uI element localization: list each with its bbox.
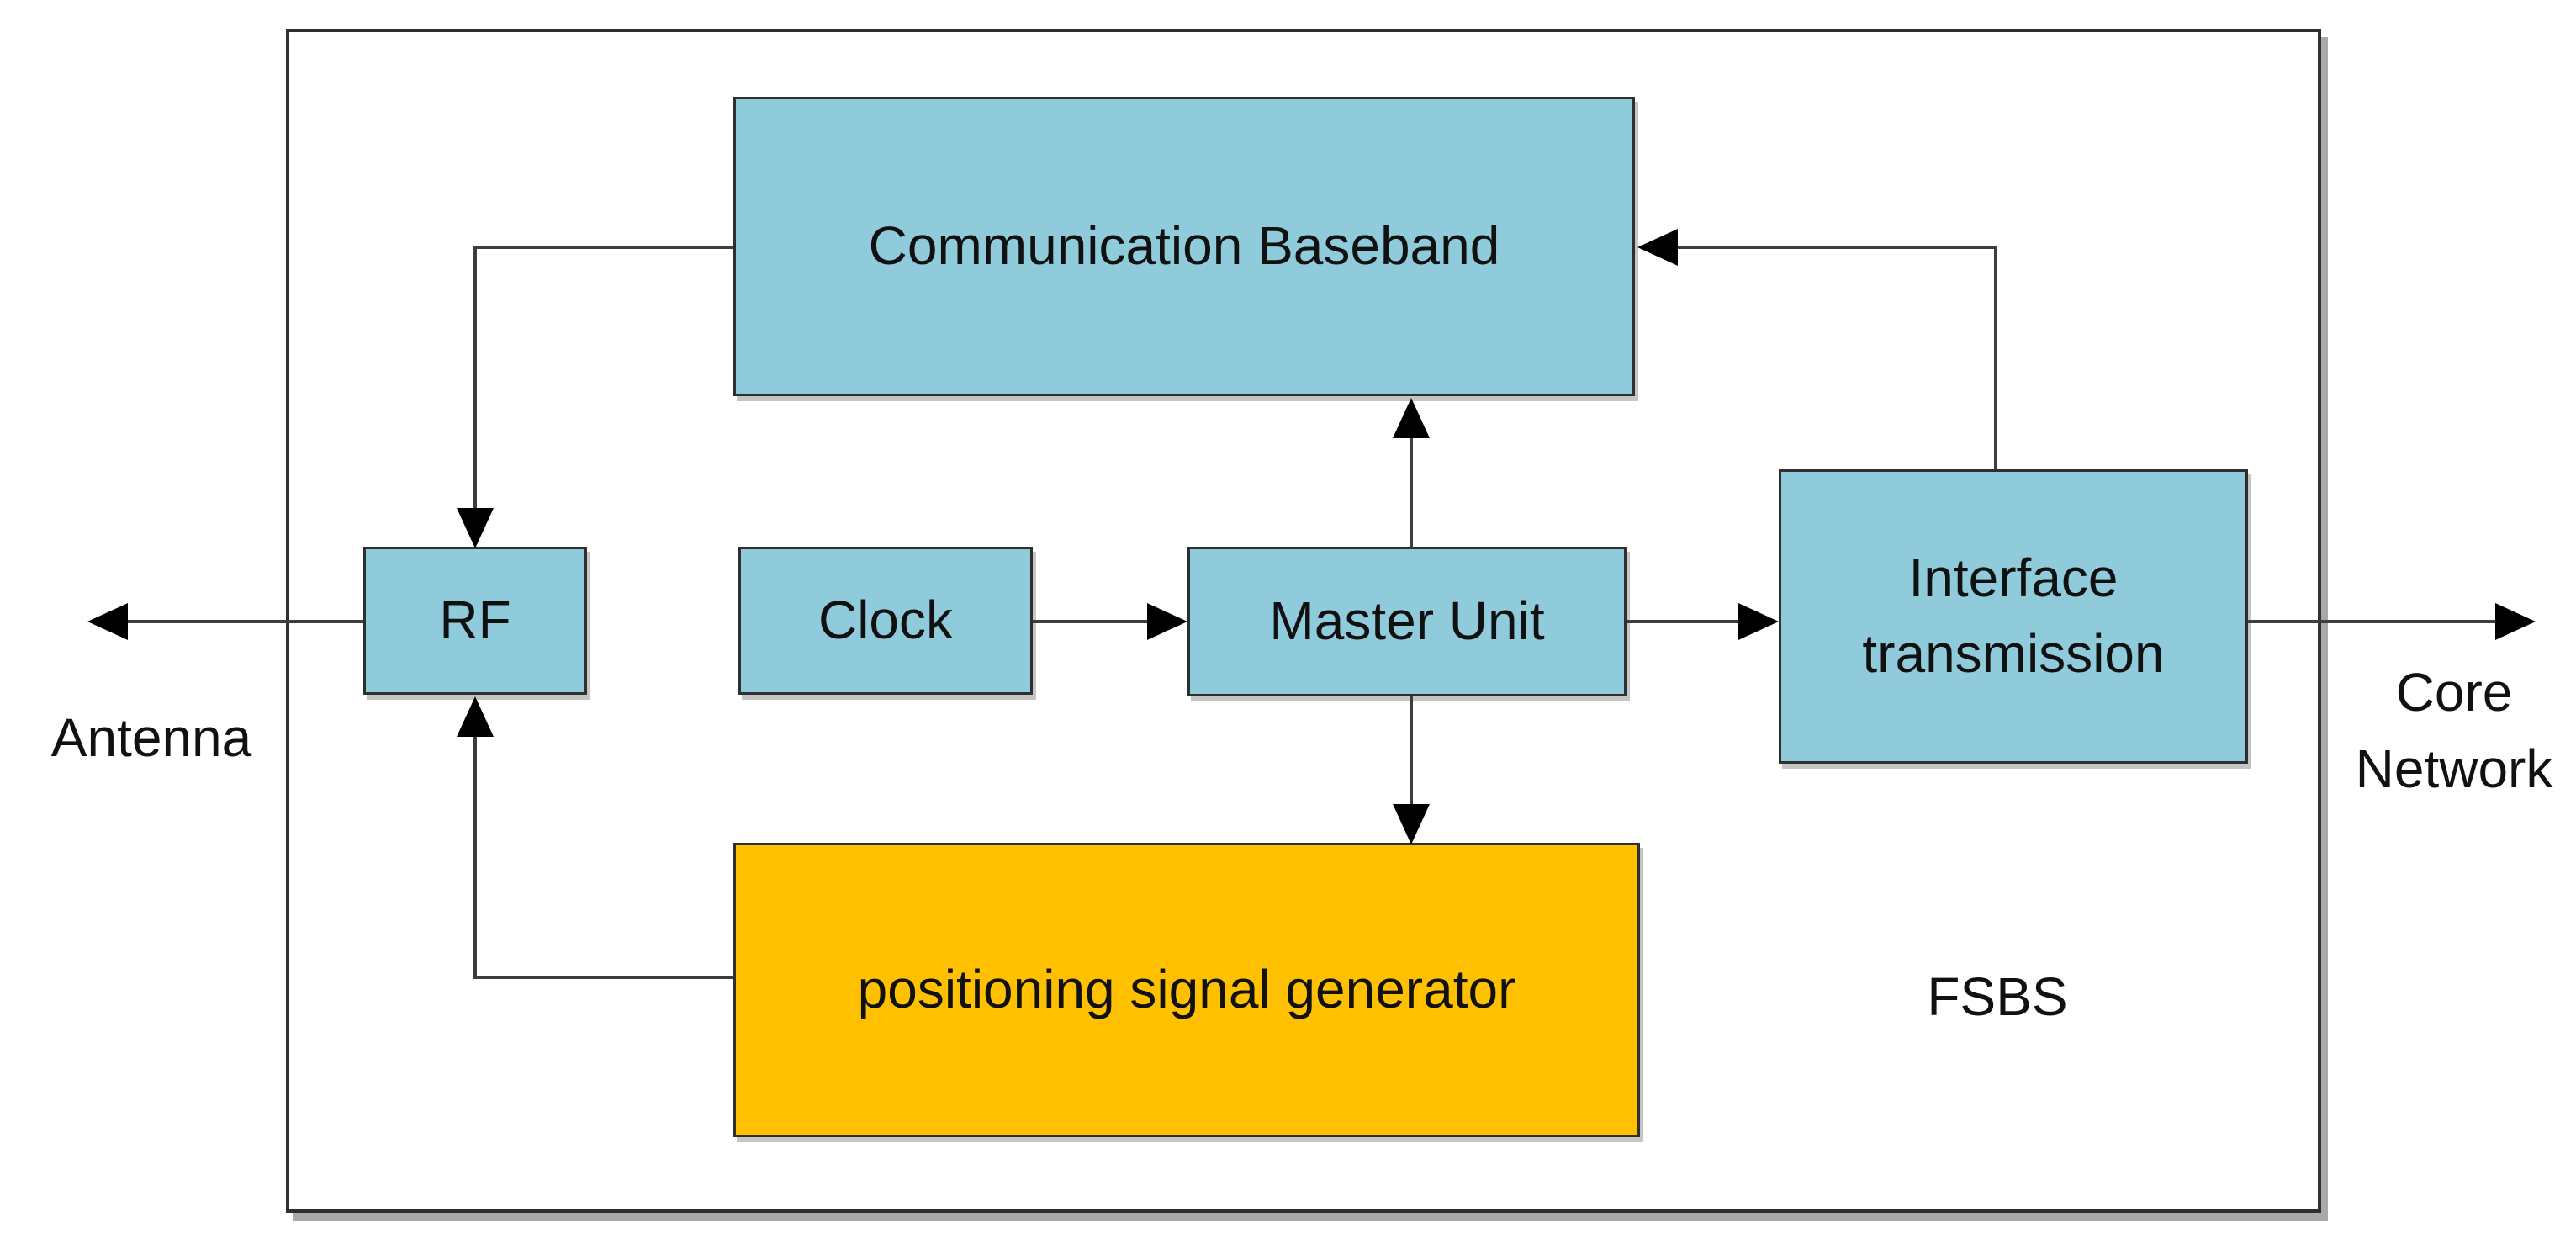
baseband-to-rf-hline	[473, 246, 733, 249]
master-to-baseband-line	[1410, 435, 1413, 548]
rf-label: RF	[439, 590, 511, 651]
baseband-to-rf-arrowhead-icon	[457, 508, 494, 548]
communication-baseband-label: Communication Baseband	[868, 215, 1500, 277]
generator-to-rf-arrowhead-icon	[457, 696, 494, 737]
master-unit-box: Master Unit	[1187, 547, 1627, 696]
interface-to-baseband-vline	[1994, 246, 1997, 469]
fsbs-label: FSBS	[1927, 966, 2068, 1027]
master-to-generator-arrowhead-icon	[1393, 804, 1430, 844]
antenna-label: Antenna	[50, 707, 252, 768]
master-unit-label: Master Unit	[1269, 590, 1545, 652]
clock-label: Clock	[817, 590, 954, 651]
rf-box: RF	[363, 547, 587, 695]
master-to-interface-line	[1627, 620, 1742, 623]
interface-to-baseband-hline	[1674, 246, 1997, 249]
master-to-generator-line	[1410, 696, 1413, 807]
baseband-to-rf-vline	[473, 246, 477, 508]
interface-to-baseband-arrowhead-icon	[1637, 229, 1678, 266]
positioning-signal-generator-label: positioning signal generator	[857, 959, 1516, 1020]
rf-to-antenna-line	[118, 620, 363, 623]
clock-to-master-arrowhead-icon	[1147, 603, 1187, 640]
communication-baseband-box: Communication Baseband	[733, 97, 1635, 396]
interface-transmission-box: Interface transmission	[1779, 469, 2248, 764]
master-to-baseband-arrowhead-icon	[1393, 398, 1430, 438]
positioning-signal-generator-box: positioning signal generator	[733, 843, 1640, 1137]
interface-to-core-arrowhead-icon	[2495, 603, 2536, 640]
core-network-label: Core Network	[2355, 662, 2553, 799]
generator-to-rf-vline	[473, 733, 477, 979]
generator-to-rf-hline	[473, 976, 733, 979]
clock-to-master-line	[1033, 620, 1150, 623]
master-to-interface-arrowhead-icon	[1738, 603, 1779, 640]
rf-to-antenna-arrowhead-icon	[87, 603, 128, 640]
clock-box: Clock	[738, 547, 1033, 695]
interface-to-core-line	[2248, 620, 2497, 623]
interface-transmission-label: Interface transmission	[1862, 548, 2165, 684]
